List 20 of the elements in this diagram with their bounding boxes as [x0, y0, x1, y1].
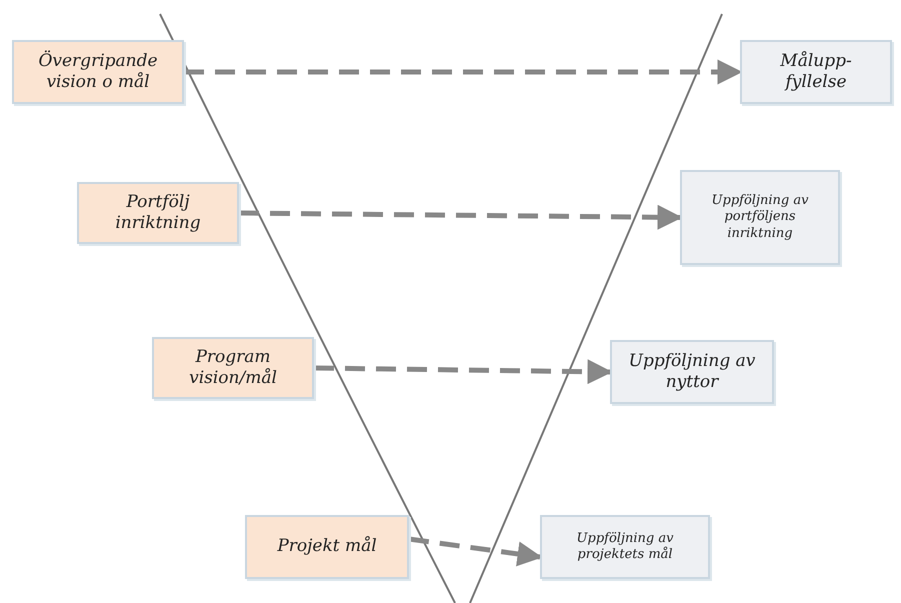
node-label: Uppföljning av nyttor	[628, 350, 756, 394]
node-label: Projekt mål	[277, 536, 377, 558]
result-box	[740, 40, 892, 104]
result-box	[540, 515, 710, 579]
dashed-arrow	[184, 60, 742, 84]
dashed-arrow	[408, 536, 542, 566]
node-label: Uppföljning av portföljens inriktning	[710, 193, 810, 242]
node-label: Målupp-fyllelse	[779, 50, 853, 94]
result-box	[610, 340, 774, 404]
goal-box	[152, 337, 314, 399]
dashed-arrow	[238, 204, 682, 230]
node-label: Övergripande vision o mål	[37, 50, 159, 94]
dashed-arrow	[314, 359, 612, 384]
goal-box	[245, 515, 409, 579]
node-label: Program vision/mål	[188, 346, 278, 390]
goal-box	[77, 182, 239, 244]
node-label: Uppföljning av projektets mål	[576, 530, 674, 564]
result-box	[680, 170, 840, 265]
node-label: Portfölj inriktning	[114, 192, 202, 234]
goal-box	[12, 40, 184, 104]
